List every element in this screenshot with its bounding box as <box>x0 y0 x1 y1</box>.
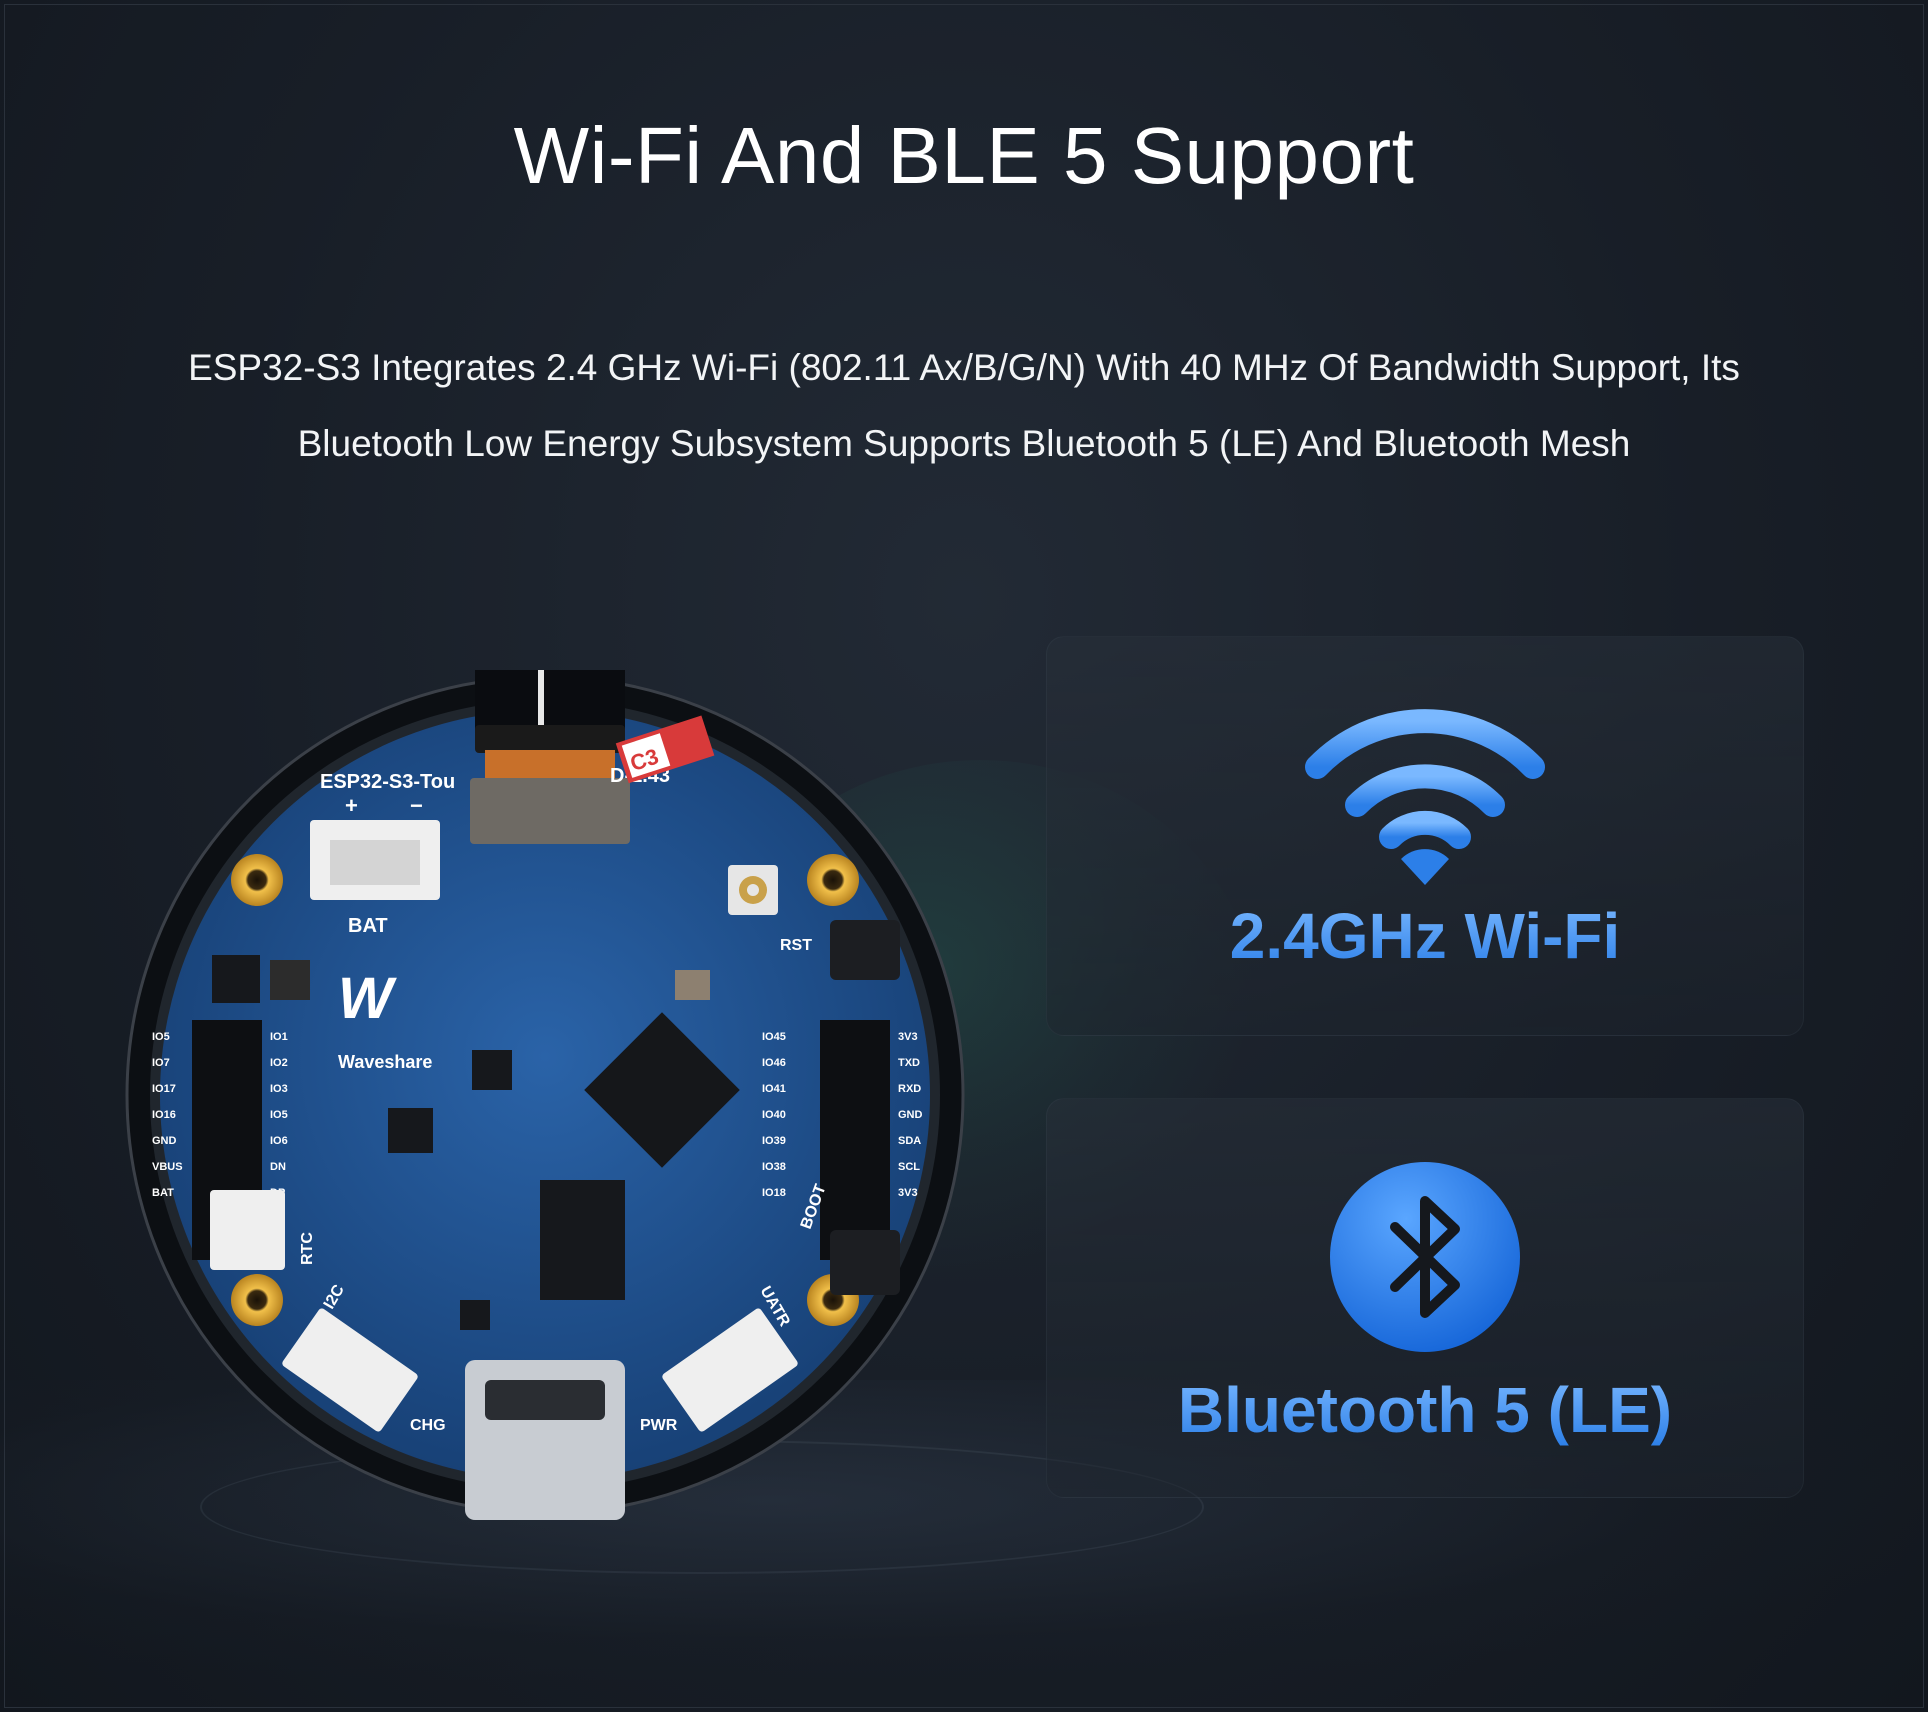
description-line-1: ESP32-S3 Integrates 2.4 GHz Wi-Fi (802.1… <box>188 347 1740 388</box>
rtc-connector <box>210 1190 285 1270</box>
bat-label: BAT <box>348 915 388 937</box>
display-ribbon-top <box>475 670 625 730</box>
uart-connector <box>662 1308 798 1432</box>
svg-text:3V3: 3V3 <box>898 1031 918 1043</box>
svg-text:VBUS: VBUS <box>152 1161 183 1173</box>
imu-chip <box>472 1050 512 1090</box>
svg-text:IO6: IO6 <box>270 1135 288 1147</box>
svg-text:TXD: TXD <box>898 1057 920 1069</box>
wifi-label: 2.4GHz Wi-Fi <box>1047 899 1803 973</box>
flash-chip <box>540 1180 625 1300</box>
bluetooth-label: Bluetooth 5 (LE) <box>1047 1373 1803 1447</box>
svg-text:IO5: IO5 <box>152 1031 170 1043</box>
mount-hole-tl <box>231 854 283 906</box>
i2c-connector <box>282 1308 418 1432</box>
wifi-icon <box>1047 709 1803 894</box>
svg-text:IO3: IO3 <box>270 1083 288 1095</box>
ic-small-1 <box>212 955 260 1003</box>
svg-text:BAT: BAT <box>152 1187 174 1199</box>
svg-text:GND: GND <box>152 1135 177 1147</box>
board-model-label: ESP32-S3-Tou <box>320 771 455 793</box>
svg-text:RST: RST <box>780 937 812 954</box>
svg-text:IO2: IO2 <box>270 1057 288 1069</box>
svg-text:IO7: IO7 <box>152 1057 170 1069</box>
waveshare-logo: W <box>338 966 397 1031</box>
svg-text:IO1: IO1 <box>270 1031 288 1043</box>
boot-button <box>830 1230 900 1295</box>
svg-text:IO40: IO40 <box>762 1109 786 1121</box>
svg-text:+: + <box>345 793 358 818</box>
flex-cable <box>485 750 615 780</box>
bluetooth-icon <box>1047 1157 1803 1362</box>
svg-text:IO18: IO18 <box>762 1187 786 1199</box>
svg-text:GND: GND <box>898 1109 923 1121</box>
right-pin-inner-labels: IO45 IO46 IO41 IO40 IO39 IO38 IO18 <box>762 1031 786 1199</box>
brand-label: Waveshare <box>338 1052 432 1072</box>
svg-text:SDA: SDA <box>898 1135 921 1147</box>
right-pin-header <box>820 1020 890 1260</box>
bluetooth-feature-card: Bluetooth 5 (LE) <box>1046 1098 1804 1498</box>
mount-hole-bl <box>231 1274 283 1326</box>
mcu-chip <box>584 1012 740 1168</box>
svg-text:PWR: PWR <box>640 1417 678 1434</box>
svg-text:IO17: IO17 <box>152 1083 176 1095</box>
description: ESP32-S3 Integrates 2.4 GHz Wi-Fi (802.1… <box>60 330 1868 482</box>
headline: Wi-Fi And BLE 5 Support <box>513 111 1415 200</box>
right-pin-labels: 3V3 TXD RXD GND SDA SCL 3V3 <box>898 1031 923 1199</box>
svg-text:IO38: IO38 <box>762 1161 786 1173</box>
svg-text:CHG: CHG <box>410 1417 446 1434</box>
ic-small-3 <box>388 1108 433 1153</box>
svg-text:IO5: IO5 <box>270 1109 288 1121</box>
svg-text:IO39: IO39 <box>762 1135 786 1147</box>
svg-text:DN: DN <box>270 1161 286 1173</box>
dev-board-image: ESP32-S3-Tou D-1.43 C3 + − BAT W <box>120 670 970 1520</box>
svg-text:IO46: IO46 <box>762 1057 786 1069</box>
fpc-connector <box>470 778 630 844</box>
mount-hole-tr <box>807 854 859 906</box>
chip-c3: C3 <box>615 715 715 784</box>
svg-text:RTC: RTC <box>299 1232 316 1265</box>
svg-text:IO16: IO16 <box>152 1109 176 1121</box>
svg-text:RXD: RXD <box>898 1083 921 1095</box>
left-pin-labels: IO5 IO7 IO17 IO16 GND VBUS BAT <box>152 1031 183 1199</box>
ic-small-2 <box>270 960 310 1000</box>
rst-button <box>830 920 900 980</box>
svg-text:IO45: IO45 <box>762 1031 786 1043</box>
svg-text:IO41: IO41 <box>762 1083 786 1095</box>
description-line-2: Bluetooth Low Energy Subsystem Supports … <box>297 423 1631 464</box>
svg-text:3V3: 3V3 <box>898 1187 918 1199</box>
svg-text:−: − <box>410 793 423 818</box>
wifi-feature-card: 2.4GHz Wi-Fi <box>1046 636 1804 1036</box>
svg-text:SCL: SCL <box>898 1161 920 1173</box>
